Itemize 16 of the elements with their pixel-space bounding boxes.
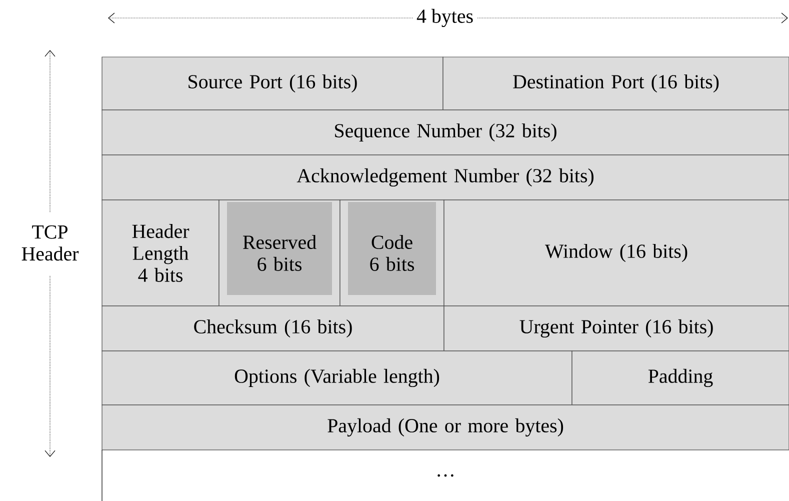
field-cell: Sequence Number (32 bits) (102, 110, 789, 156)
field-cell: Source Port (16 bits) (102, 56, 444, 110)
field-cell: Code 6 bits (340, 200, 444, 306)
field-cell: Checksum (16 bits) (102, 306, 444, 352)
node-label: Padding (648, 368, 713, 388)
node-label: Destination Port (16 bits) (513, 74, 719, 93)
node-label: Window (16 bits) (544, 244, 688, 262)
field-cell: Destination Port (16 bits) (442, 56, 789, 110)
field-cell: Reserved 6 bits (218, 200, 340, 306)
field-cell: Urgent Pointer (16 bits) (444, 306, 789, 352)
field-cell: Header Length 4 bits (102, 200, 220, 306)
field-cell: Padding (572, 350, 789, 406)
dimension-label: TCP Header (22, 225, 79, 261)
node-label: Urgent Pointer (16 bits) (520, 319, 713, 338)
dimension-label: 4 bytes (414, 6, 476, 30)
ellipsis-row: … (102, 450, 454, 501)
